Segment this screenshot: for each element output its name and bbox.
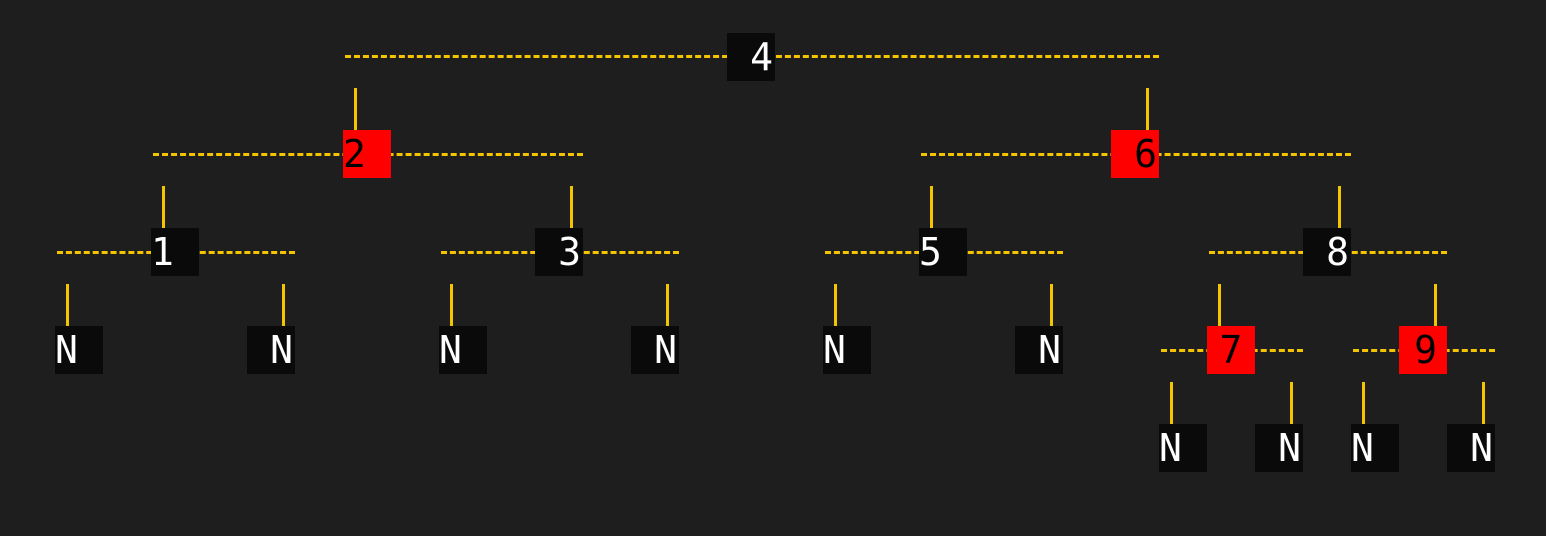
tree-nil-leaf: N xyxy=(55,326,103,374)
edge-1-to-nil-right xyxy=(282,284,285,326)
edge-4-to-6 xyxy=(1146,88,1149,130)
tree-node-5: 5 xyxy=(919,228,967,276)
edge-8-to-7 xyxy=(1218,284,1221,326)
tree-nil-leaf: N xyxy=(1015,326,1063,374)
tree-node-3: 3 xyxy=(535,228,583,276)
edge-9-to-nil-left xyxy=(1362,382,1365,424)
tree-node-6: 6 xyxy=(1111,130,1159,178)
edge-3-to-nil-left xyxy=(450,284,453,326)
edge-9-to-nil-right xyxy=(1482,382,1485,424)
edge-8-to-9 xyxy=(1434,284,1437,326)
edge-1-to-nil-left xyxy=(66,284,69,326)
edge-3-to-nil-right xyxy=(666,284,669,326)
edge-5-to-nil-right xyxy=(1050,284,1053,326)
tree-nil-leaf: N xyxy=(631,326,679,374)
tree-nil-leaf: N xyxy=(1351,424,1399,472)
tree-node-7: 7 xyxy=(1207,326,1255,374)
tree-nil-leaf: N xyxy=(439,326,487,374)
tree-node-9: 9 xyxy=(1399,326,1447,374)
edge-2-to-3 xyxy=(570,186,573,228)
edge-6-to-8 xyxy=(1338,186,1341,228)
tree-node-8: 8 xyxy=(1303,228,1351,276)
tree-nil-leaf: N xyxy=(1159,424,1207,472)
tree-nil-leaf: N xyxy=(247,326,295,374)
edge-7-to-nil-left xyxy=(1170,382,1173,424)
tree-nil-leaf: N xyxy=(1447,424,1495,472)
tree-node-2: 2 xyxy=(343,130,391,178)
edge-4-to-2 xyxy=(354,88,357,130)
edge-2-to-1 xyxy=(162,186,165,228)
tree-node-1: 1 xyxy=(151,228,199,276)
edge-5-to-nil-left xyxy=(834,284,837,326)
tree-node-4: 4 xyxy=(727,33,775,81)
edge-7-to-nil-right xyxy=(1290,382,1293,424)
tree-nil-leaf: N xyxy=(1255,424,1303,472)
tree-nil-leaf: N xyxy=(823,326,871,374)
edge-6-to-5 xyxy=(930,186,933,228)
